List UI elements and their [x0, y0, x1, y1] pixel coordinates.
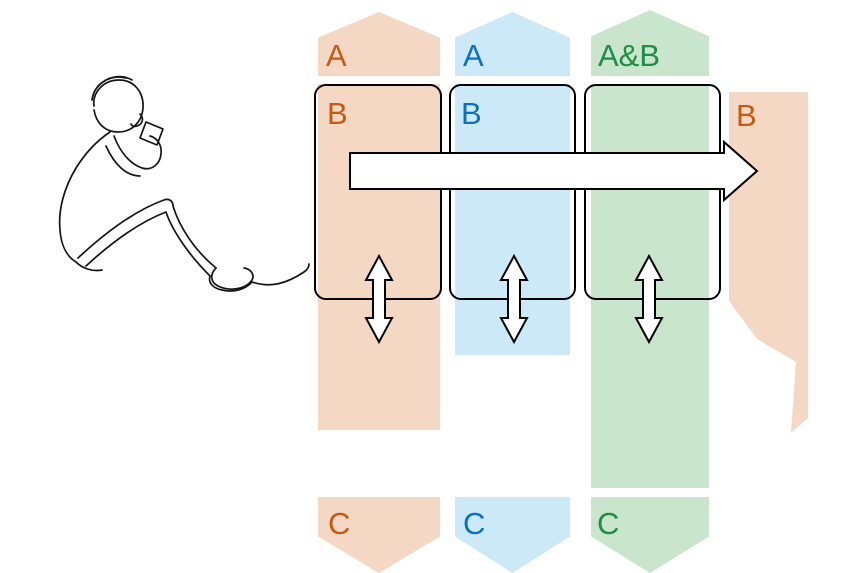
stream1-top-label: A: [326, 38, 347, 73]
stream2-top-label: A: [463, 38, 484, 73]
stream-right-band-label: B: [736, 98, 757, 133]
person-back: [58, 131, 111, 272]
person-line-art: [58, 75, 310, 292]
person-phone: [139, 121, 164, 146]
person-leg-front: [77, 198, 217, 269]
zone-box-3: [584, 84, 721, 300]
stream3-top-label: A&B: [598, 38, 661, 73]
person-arm-lower: [105, 145, 141, 177]
person-shoe: [210, 267, 254, 290]
stream3-bottom-label: C: [597, 506, 620, 541]
person-head: [93, 79, 144, 133]
person-shoe-sole: [208, 275, 253, 292]
stream1-box-label: B: [327, 96, 348, 131]
stream2-box-label: B: [461, 96, 482, 131]
person-leg-back: [85, 211, 211, 277]
person-trailing-line: [251, 263, 310, 286]
person-face: [130, 113, 144, 128]
person-arm-upper: [113, 135, 162, 170]
person-hair: [91, 75, 133, 101]
stream-right-band-shape: [729, 92, 808, 433]
stream2-bottom-label: C: [463, 506, 486, 541]
stream1-bottom-label: C: [328, 506, 351, 541]
